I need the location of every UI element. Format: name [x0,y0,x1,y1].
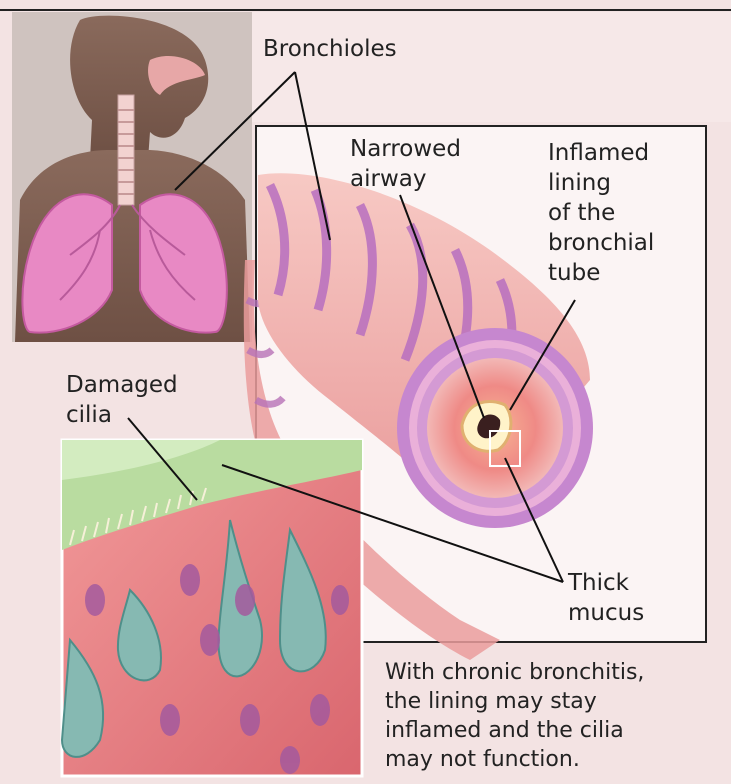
caption: With chronic bronchitis, the lining may … [385,658,725,774]
label-narrowed-airway: Narrowed airway [350,134,461,194]
cilia-inset [62,440,362,776]
label-damaged-cilia: Damaged cilia [66,370,178,430]
label-inflamed-lining: Inflamed lining of the bronchial tube [548,138,654,288]
label-bronchioles: Bronchioles [263,34,397,64]
label-thick-mucus: Thick mucus [568,568,644,628]
person-panel [12,12,252,342]
trachea [118,95,134,205]
